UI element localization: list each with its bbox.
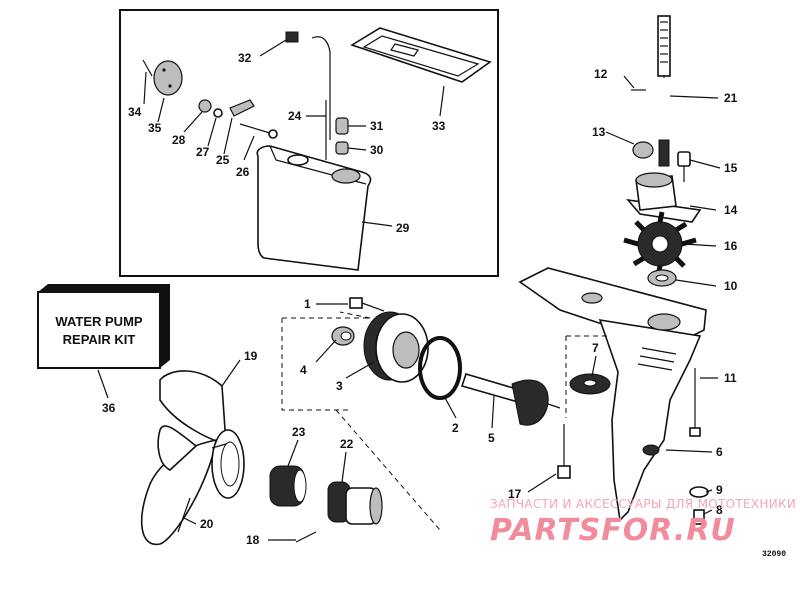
shear-pin-part — [295, 531, 317, 543]
callout-25: 25 — [216, 153, 230, 167]
housing-bolt-part — [349, 297, 385, 312]
exhaust-gasket-part — [350, 27, 492, 83]
callout-26: 26 — [236, 165, 250, 179]
pump-housing-part — [626, 172, 702, 223]
callout-34: 34 — [128, 105, 142, 119]
pump-screw-part — [677, 151, 691, 182]
screw-washer-bolt — [557, 424, 709, 525]
inset-frame — [119, 9, 499, 277]
callout-33: 33 — [432, 119, 446, 133]
callout-31: 31 — [370, 119, 384, 133]
drive-shaft-part — [657, 15, 671, 190]
watermark: ЗАПЧАСТИ И АКСЕССУАРЫ ДЛЯ МОТОТЕХНИКИ PA… — [490, 497, 796, 548]
callout-6: 6 — [716, 445, 723, 459]
gearcase-stud-part — [689, 368, 701, 437]
callout-24: 24 — [288, 109, 302, 123]
callout-13: 13 — [592, 125, 606, 139]
kit-box-line1: WATER PUMP — [55, 314, 142, 329]
callout-3: 3 — [336, 379, 343, 393]
callout-8: 8 — [716, 503, 723, 517]
propeller-shaft-part — [460, 373, 561, 426]
thrust-washer-part — [269, 465, 307, 507]
kit-box-line2: REPAIR KIT — [63, 332, 136, 347]
callout-32: 32 — [238, 51, 252, 65]
callout-22: 22 — [340, 437, 354, 451]
water-pump-repair-kit-box: WATER PUMP REPAIR KIT — [37, 284, 170, 369]
callout-7: 7 — [592, 341, 599, 355]
callout-4: 4 — [300, 363, 307, 377]
callout-1: 1 — [304, 297, 311, 311]
small-hardware — [198, 99, 278, 139]
callout-18: 18 — [246, 533, 260, 547]
cover-plate-parts — [142, 59, 183, 96]
callout-35: 35 — [148, 121, 162, 135]
bushing-part — [632, 141, 654, 159]
callout-10: 10 — [724, 279, 738, 293]
callout-21: 21 — [724, 91, 738, 105]
exhaust-housing-part — [256, 145, 372, 271]
callout-36: 36 — [102, 401, 116, 415]
callout-15: 15 — [724, 161, 738, 175]
callout-16: 16 — [724, 239, 738, 253]
gearcase-part — [518, 267, 707, 522]
o-ring-part — [418, 336, 462, 400]
callout-23: 23 — [292, 425, 306, 439]
propeller-part — [140, 370, 245, 546]
callout-27: 27 — [196, 145, 210, 159]
callout-19: 19 — [244, 349, 258, 363]
callout-30: 30 — [370, 143, 384, 157]
callout-17: 17 — [508, 487, 522, 501]
water-tube-parts — [285, 31, 349, 160]
callout-28: 28 — [172, 133, 186, 147]
callout-11: 11 — [724, 371, 737, 385]
watermark-brand: PARTSFOR.RU — [490, 513, 736, 548]
callout-14: 14 — [724, 203, 738, 217]
watermark-tagline: ЗАПЧАСТИ И АКСЕССУАРЫ ДЛЯ МОТОТЕХНИКИ — [490, 497, 796, 511]
callout-9: 9 — [716, 483, 723, 497]
bearing-housing-part — [363, 311, 429, 383]
spline-adapter-part — [327, 481, 383, 525]
figure-code: 32090 — [762, 550, 786, 559]
leader-lines — [97, 39, 721, 541]
spacer-part — [331, 326, 355, 346]
callout-2: 2 — [452, 421, 459, 435]
seal-part — [647, 269, 677, 287]
kit-outline — [281, 311, 610, 531]
callout-29: 29 — [396, 221, 410, 235]
pinion-gear-part — [569, 373, 611, 395]
cotter-pin-part — [177, 497, 191, 533]
callout-20: 20 — [200, 517, 214, 531]
callout-12: 12 — [594, 67, 608, 81]
callout-5: 5 — [488, 431, 495, 445]
callout-numbers: 32 34 35 28 27 25 26 24 31 30 33 29 12 2… — [102, 51, 738, 547]
